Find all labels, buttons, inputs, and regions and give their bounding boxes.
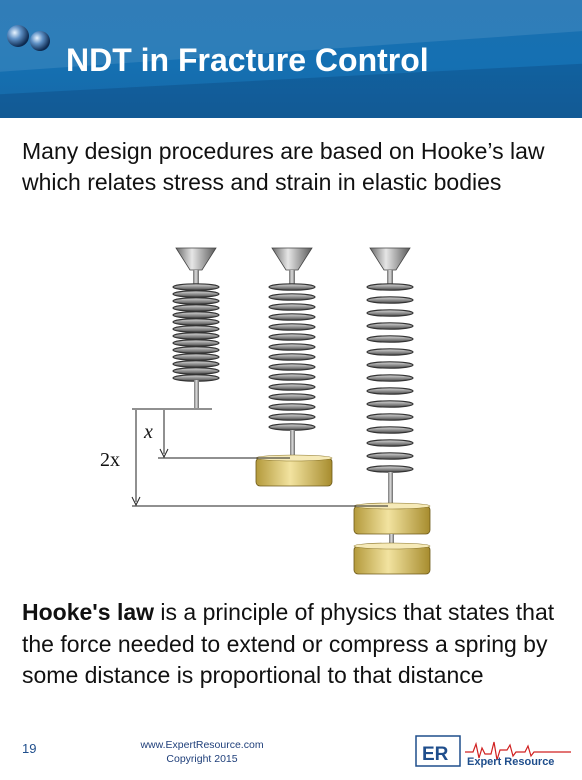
intro-text: Many design procedures are based on Hook… <box>22 138 545 195</box>
slide-title: NDT in Fracture Control <box>66 42 429 78</box>
spring-load-two <box>353 247 431 575</box>
hooke-law-term: Hooke's law <box>22 599 155 625</box>
expert-resource-logo: ER Expert Resource <box>415 735 571 768</box>
hooke-law-body: is a principle of physics that states th… <box>22 599 555 688</box>
logo-name: Expert Resource <box>467 756 554 768</box>
footer-copyright: Copyright 2015 <box>166 753 238 765</box>
page-number: 19 <box>22 741 37 756</box>
logo-initials: ER <box>422 744 449 765</box>
slide-header: NDT in Fracture Control <box>0 0 582 118</box>
displacement-markers <box>131 408 388 507</box>
footer-url[interactable]: www.ExpertResource.com <box>140 739 264 751</box>
hooke-springs-diagram: x 2x <box>100 247 431 575</box>
spring-load-one <box>255 247 333 487</box>
label-2x: 2x <box>100 449 120 471</box>
heartbeat-line-icon <box>465 741 571 761</box>
label-x: x <box>143 421 153 443</box>
footer: www.ExpertResource.com Copyright 2015 <box>112 738 292 766</box>
hooke-law-definition: Hooke's law is a principle of physics th… <box>22 597 577 692</box>
spheres-logo-icon <box>7 25 50 51</box>
spring-unloaded <box>172 247 220 408</box>
